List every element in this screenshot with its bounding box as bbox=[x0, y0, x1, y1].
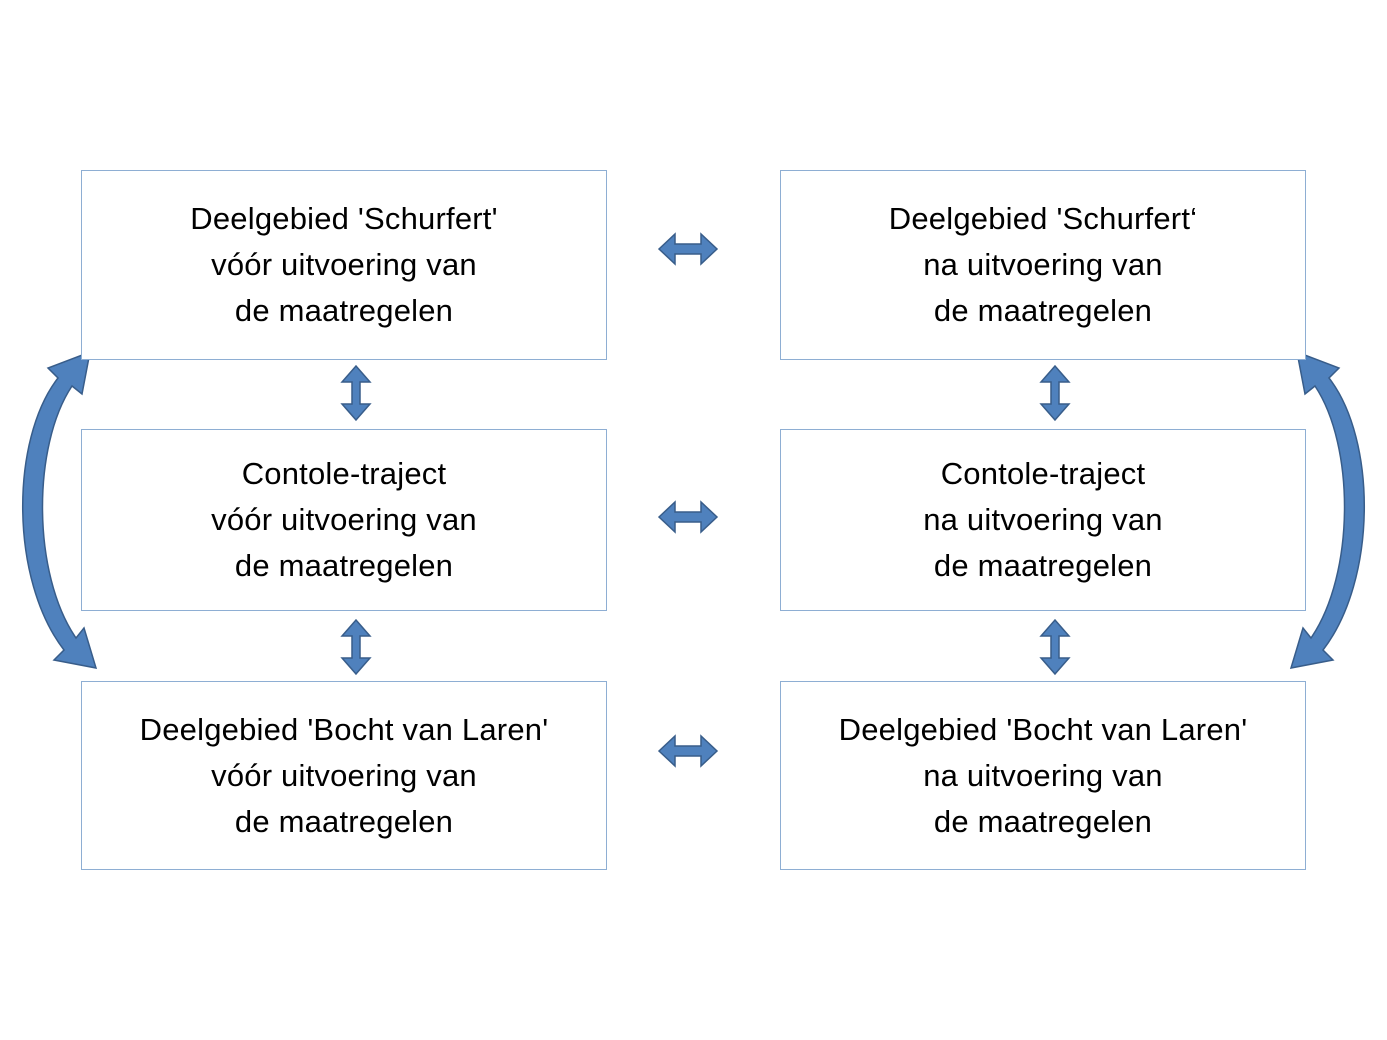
box-line-3: de maatregelen bbox=[933, 293, 1153, 328]
double-arrow-vertical-right-lower bbox=[1040, 619, 1070, 675]
box-control-before: Contole-traject vóór uitvoering van de m… bbox=[81, 429, 607, 611]
box-line-3: de maatregelen bbox=[234, 803, 454, 839]
box-line-2: na uitvoering van bbox=[923, 247, 1163, 282]
box-line-2: vóór uitvoering van bbox=[211, 502, 477, 537]
double-arrow-horizontal-top bbox=[658, 233, 718, 265]
box-line-3: de maatregelen bbox=[234, 293, 454, 328]
box-line-2: vóór uitvoering van bbox=[211, 247, 477, 282]
box-line-1: Contole-traject bbox=[940, 456, 1146, 491]
box-line-1: Contole-traject bbox=[241, 456, 447, 491]
double-arrow-vertical-left-upper bbox=[341, 365, 371, 421]
double-arrow-horizontal-bottom bbox=[658, 735, 718, 767]
double-arrow-horizontal-middle bbox=[658, 501, 718, 533]
box-line-1: Deelgebied 'Bocht van Laren' bbox=[139, 711, 549, 747]
box-control-after: Contole-traject na uitvoering van de maa… bbox=[780, 429, 1306, 611]
box-line-2: na uitvoering van bbox=[923, 502, 1163, 537]
box-line-2: na uitvoering van bbox=[923, 757, 1163, 793]
double-arrow-vertical-right-upper bbox=[1040, 365, 1070, 421]
box-bocht-van-laren-before: Deelgebied 'Bocht van Laren' vóór uitvoe… bbox=[81, 681, 607, 870]
box-line-1: Deelgebied 'Bocht van Laren' bbox=[838, 711, 1248, 747]
box-line-3: de maatregelen bbox=[933, 548, 1153, 583]
box-line-3: de maatregelen bbox=[933, 803, 1153, 839]
box-schurfert-after: Deelgebied 'Schurfert‘ na uitvoering van… bbox=[780, 170, 1306, 360]
box-line-1: Deelgebied 'Schurfert‘ bbox=[888, 201, 1198, 236]
box-schurfert-before: Deelgebied 'Schurfert' vóór uitvoering v… bbox=[81, 170, 607, 360]
box-line-1: Deelgebied 'Schurfert' bbox=[190, 201, 498, 236]
box-bocht-van-laren-after: Deelgebied 'Bocht van Laren' na uitvoeri… bbox=[780, 681, 1306, 870]
double-arrow-vertical-left-lower bbox=[341, 619, 371, 675]
box-line-3: de maatregelen bbox=[234, 548, 454, 583]
box-line-2: vóór uitvoering van bbox=[211, 757, 477, 793]
